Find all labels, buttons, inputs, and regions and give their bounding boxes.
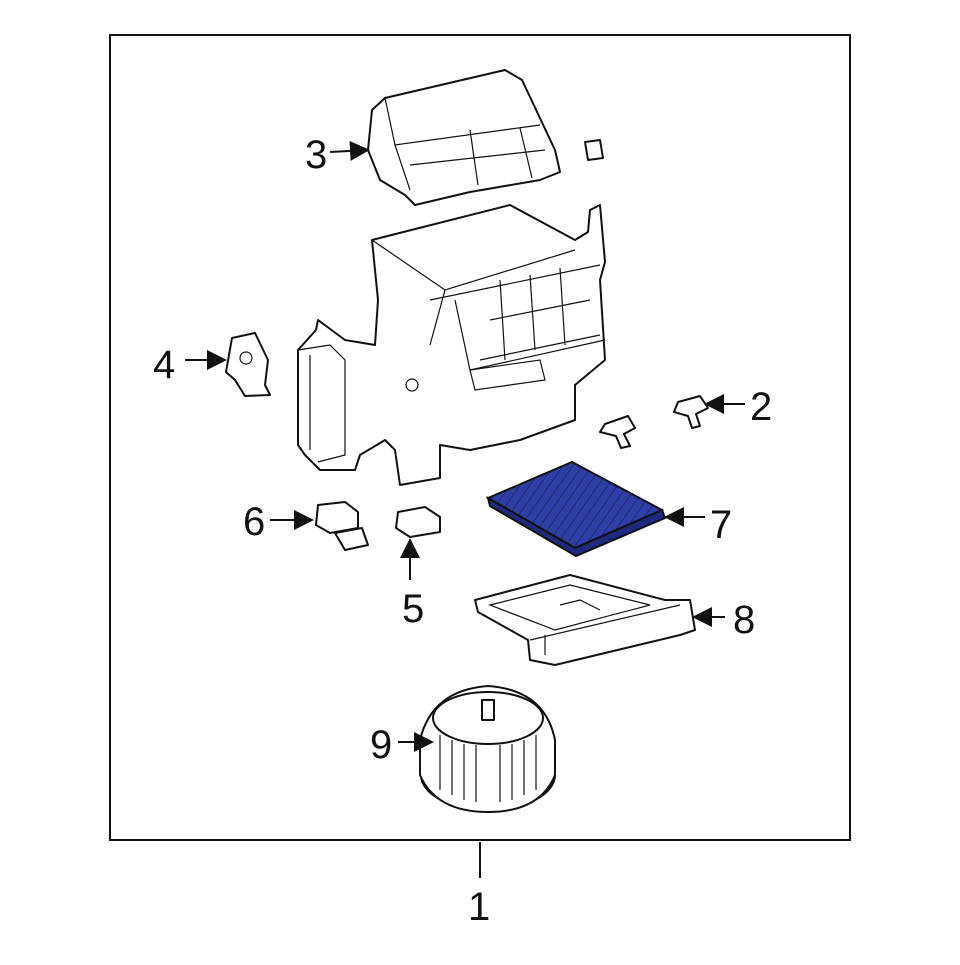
callout-label-2: 2 — [750, 385, 772, 429]
part-2-screw-b[interactable] — [599, 415, 636, 449]
part-6-connector[interactable] — [315, 501, 369, 551]
part-4-bracket[interactable] — [225, 332, 271, 397]
callout-label-9: 9 — [370, 723, 392, 767]
callout-label-4: 4 — [153, 343, 175, 387]
callout-label-7: 7 — [710, 503, 732, 547]
callout-label-5: 5 — [402, 587, 424, 631]
part-3-cover[interactable] — [367, 69, 561, 206]
callout-arrow-3 — [329, 140, 370, 161]
callout-label-6: 6 — [243, 500, 265, 544]
part-3-clip[interactable] — [584, 139, 604, 161]
part-2-screw-a[interactable] — [673, 395, 709, 429]
part-8-filter-housing[interactable] — [474, 574, 696, 666]
part-5-connector[interactable] — [395, 506, 441, 538]
part-7-cabin-filter[interactable] — [485, 460, 667, 558]
callout-label-1: 1 — [468, 885, 490, 929]
part-9-blower-motor[interactable] — [419, 685, 556, 813]
callout-label-8: 8 — [733, 598, 755, 642]
callout-label-3: 3 — [305, 133, 327, 177]
part-1-hvac-case[interactable] — [297, 204, 606, 486]
diagram-frame — [109, 34, 851, 841]
